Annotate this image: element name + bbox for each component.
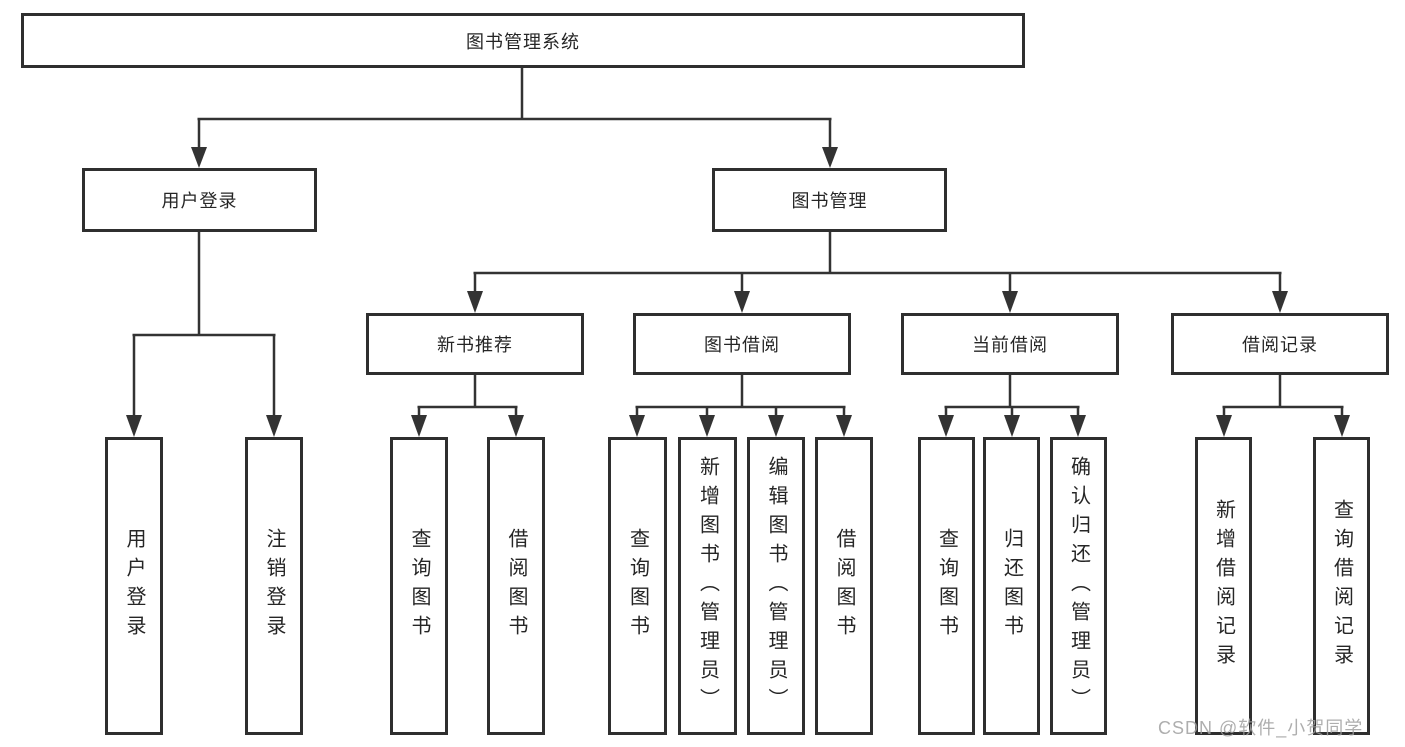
leaf-return-books: 归还图书: [983, 437, 1040, 735]
leaf-logout: 注销登录: [245, 437, 303, 735]
leaf-query-books-current: 查询图书: [918, 437, 975, 735]
watermark: CSDN @软件_小贺同学: [1158, 718, 1364, 738]
leaf-edit-book-admin: 编辑图书（管理员）: [747, 437, 805, 735]
leaf-borrow-books-recommend-label: 借阅图书: [505, 528, 527, 644]
connector-root-to-level2: [191, 68, 838, 168]
connector-book-management-to-level3: [467, 232, 1288, 313]
leaf-query-books-recommend: 查询图书: [390, 437, 448, 735]
connector-new-book-recommend-to-leaves: [411, 375, 524, 437]
node-book-management: 图书管理: [712, 168, 947, 232]
node-book-borrowing-label: 图书借阅: [704, 335, 780, 355]
leaf-add-book-admin: 新增图书（管理员）: [678, 437, 737, 735]
leaf-query-books-borrowing: 查询图书: [608, 437, 667, 735]
leaf-add-borrow-record-label: 新增借阅记录: [1212, 499, 1235, 673]
leaf-user-login-label: 用户登录: [123, 528, 145, 644]
leaf-edit-book-admin-label: 编辑图书（管理员）: [765, 455, 787, 717]
node-root-label: 图书管理系统: [466, 31, 580, 52]
leaf-add-borrow-record: 新增借阅记录: [1195, 437, 1252, 735]
node-user-login: 用户登录: [82, 168, 317, 232]
connector-borrow-records-to-leaves: [1216, 375, 1350, 437]
leaf-user-login: 用户登录: [105, 437, 163, 735]
leaf-confirm-return-admin: 确认归还（管理员）: [1050, 437, 1107, 735]
node-book-management-label: 图书管理: [791, 191, 868, 211]
node-new-book-recommend-label: 新书推荐: [437, 335, 513, 355]
node-book-borrowing: 图书借阅: [633, 313, 851, 375]
leaf-borrow-books-2: 借阅图书: [815, 437, 873, 735]
node-current-borrowing: 当前借阅: [901, 313, 1119, 375]
node-borrow-records-label: 借阅记录: [1242, 335, 1318, 355]
leaf-query-books-current-label: 查询图书: [935, 528, 958, 644]
leaf-borrow-books-2-label: 借阅图书: [833, 528, 855, 644]
node-user-login-label: 用户登录: [161, 191, 238, 211]
leaf-add-book-admin-label: 新增图书（管理员）: [696, 455, 719, 717]
connector-current-borrowing-to-leaves: [938, 375, 1086, 437]
connector-book-borrowing-to-leaves: [629, 375, 852, 437]
leaf-query-borrow-record-label: 查询借阅记录: [1330, 499, 1353, 673]
leaf-query-books-borrowing-label: 查询图书: [626, 528, 649, 644]
connector-user-login-to-leaves: [126, 232, 282, 437]
leaf-confirm-return-admin-label: 确认归还（管理员）: [1067, 455, 1090, 717]
node-new-book-recommend: 新书推荐: [366, 313, 584, 375]
leaf-query-books-recommend-label: 查询图书: [408, 528, 430, 644]
node-borrow-records: 借阅记录: [1171, 313, 1389, 375]
node-current-borrowing-label: 当前借阅: [972, 335, 1048, 355]
leaf-logout-label: 注销登录: [263, 528, 285, 644]
leaf-return-books-label: 归还图书: [1000, 528, 1023, 644]
leaf-borrow-books-recommend: 借阅图书: [487, 437, 545, 735]
node-root: 图书管理系统: [21, 13, 1025, 68]
leaf-query-borrow-record: 查询借阅记录: [1313, 437, 1370, 735]
